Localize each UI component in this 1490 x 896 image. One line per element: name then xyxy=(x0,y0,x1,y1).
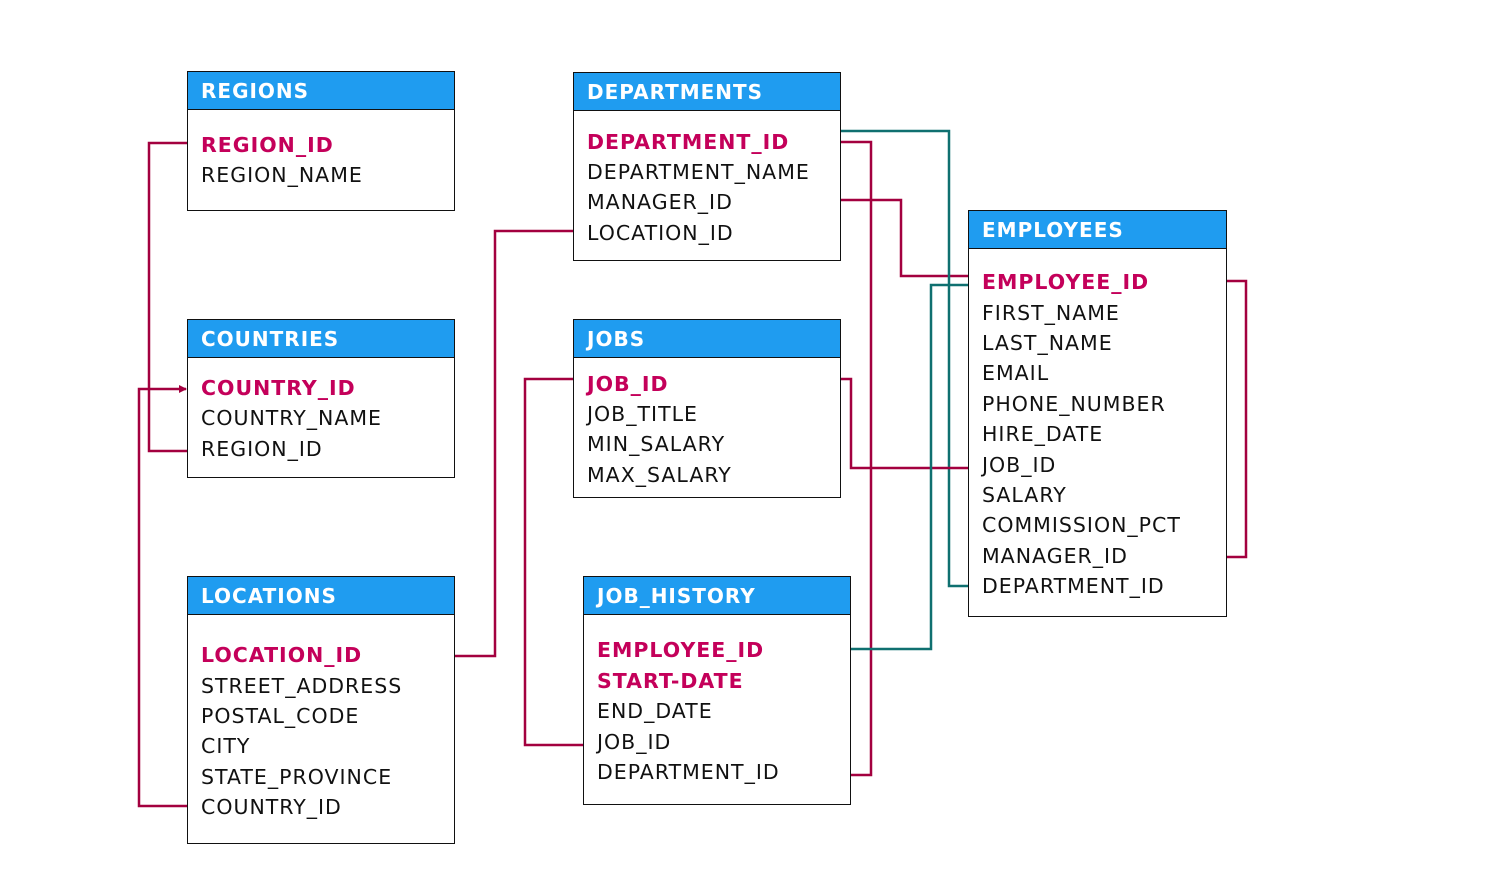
field-employees-phone-number: PHONE_NUMBER xyxy=(982,392,1166,416)
field-jobs-min-salary: MIN_SALARY xyxy=(587,432,726,456)
entity-job-history[interactable]: JOB_HISTORY EMPLOYEE_ID START-DATE END_D… xyxy=(583,576,851,805)
field-locations-state-province: STATE_PROVINCE xyxy=(201,765,393,789)
field-employees-job-id: JOB_ID xyxy=(982,453,1057,477)
field-departments-department-id: DEPARTMENT_ID xyxy=(587,130,790,154)
field-locations-postal-code: POSTAL_CODE xyxy=(201,704,360,728)
field-locations-street-address: STREET_ADDRESS xyxy=(201,674,403,698)
entity-header-locations: LOCATIONS xyxy=(188,577,454,615)
field-employees-department-id: DEPARTMENT_ID xyxy=(982,574,1165,598)
field-employees-hire-date: HIRE_DATE xyxy=(982,422,1104,446)
field-employees-email: EMAIL xyxy=(982,361,1050,385)
field-jobs-job-title: JOB_TITLE xyxy=(587,402,698,426)
field-regions-region-name: REGION_NAME xyxy=(201,163,363,187)
relation-employees-department-to-departments xyxy=(824,127,981,588)
field-job-history-job-id: JOB_ID xyxy=(597,730,672,754)
field-jobs-max-salary: MAX_SALARY xyxy=(587,463,732,487)
field-employees-last-name: LAST_NAME xyxy=(982,331,1113,355)
field-departments-manager-id: MANAGER_ID xyxy=(587,190,733,214)
field-job-history-start-date: START-DATE xyxy=(597,669,744,693)
entity-jobs[interactable]: JOBS JOB_ID JOB_TITLE MIN_SALARY MAX_SAL… xyxy=(573,319,841,498)
entity-employees[interactable]: EMPLOYEES EMPLOYEE_ID FIRST_NAME LAST_NA… xyxy=(968,210,1227,617)
field-employees-manager-id: MANAGER_ID xyxy=(982,544,1128,568)
field-job-history-department-id: DEPARTMENT_ID xyxy=(597,760,780,784)
entity-header-departments: DEPARTMENTS xyxy=(574,73,840,111)
field-job-history-end-date: END_DATE xyxy=(597,699,713,723)
field-countries-region-id: REGION_ID xyxy=(201,437,323,461)
field-employees-salary: SALARY xyxy=(982,483,1067,507)
field-regions-region-id: REGION_ID xyxy=(201,133,334,157)
field-employees-employee-id: EMPLOYEE_ID xyxy=(982,270,1150,294)
entity-header-job-history: JOB_HISTORY xyxy=(584,577,850,615)
field-employees-commission-pct: COMMISSION_PCT xyxy=(982,513,1181,537)
entity-header-countries: COUNTRIES xyxy=(188,320,454,358)
entity-locations[interactable]: LOCATIONS LOCATION_ID STREET_ADDRESS POS… xyxy=(187,576,455,844)
field-countries-country-id: COUNTRY_ID xyxy=(201,376,356,400)
entity-header-employees: EMPLOYEES xyxy=(969,211,1226,249)
entity-header-regions: REGIONS xyxy=(188,72,454,110)
entity-header-jobs: JOBS xyxy=(574,320,840,358)
entity-regions[interactable]: REGIONS REGION_ID REGION_NAME xyxy=(187,71,455,211)
field-countries-country-name: COUNTRY_NAME xyxy=(201,406,383,430)
entity-departments[interactable]: DEPARTMENTS DEPARTMENT_ID DEPARTMENT_NAM… xyxy=(573,72,841,261)
field-jobs-job-id: JOB_ID xyxy=(587,372,669,396)
field-departments-location-id: LOCATION_ID xyxy=(587,221,734,245)
field-locations-location-id: LOCATION_ID xyxy=(201,643,363,667)
field-locations-country-id: COUNTRY_ID xyxy=(201,795,342,819)
field-job-history-employee-id: EMPLOYEE_ID xyxy=(597,638,765,662)
field-employees-first-name: FIRST_NAME xyxy=(982,301,1120,325)
field-departments-department-name: DEPARTMENT_NAME xyxy=(587,160,810,184)
entity-countries[interactable]: COUNTRIES COUNTRY_ID COUNTRY_NAME REGION… xyxy=(187,319,455,478)
field-locations-city: CITY xyxy=(201,734,251,758)
